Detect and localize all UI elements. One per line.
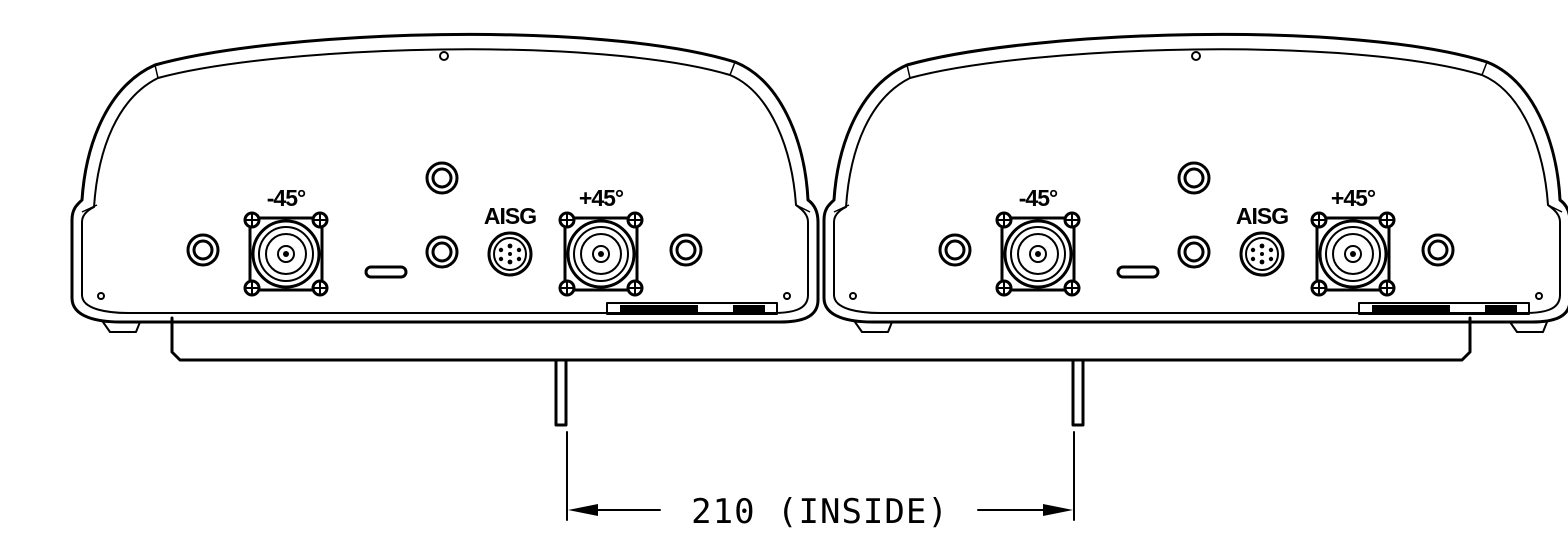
antenna-unit-right: -45° AISG +45° — [822, 32, 1568, 333]
flange-screw — [995, 279, 1013, 297]
bracket-ear-right — [1071, 358, 1085, 427]
dimension-arrow-left — [568, 504, 598, 516]
port-label-plus-45: +45° — [1331, 185, 1376, 211]
flange-screw — [243, 279, 261, 297]
mount-bolt — [938, 233, 972, 267]
flange-screw — [1063, 211, 1081, 229]
connector-minus-45 — [995, 211, 1081, 297]
bracket-ear-left — [554, 358, 568, 427]
antenna-unit-left: -45° AISG +45° — [70, 32, 820, 333]
flange-screw — [1310, 211, 1328, 229]
connector-aisg — [1239, 231, 1285, 277]
port-label-aisg: AISG — [484, 203, 536, 229]
mount-bolt — [1421, 233, 1455, 267]
flange-screw — [311, 211, 329, 229]
drain-slot — [364, 265, 408, 279]
connector-plus-45 — [1310, 211, 1396, 297]
flange-screw — [311, 279, 329, 297]
drain-slot — [1116, 265, 1160, 279]
mount-bolt — [186, 233, 220, 267]
dimension-arrow-right — [1043, 504, 1073, 516]
connector-minus-45 — [243, 211, 329, 297]
flange-screw — [243, 211, 261, 229]
flange-screw — [558, 211, 576, 229]
mounting-plate — [170, 316, 1472, 362]
mount-bolt — [425, 235, 459, 269]
mount-bolt — [425, 161, 459, 195]
flange-screw — [1378, 211, 1396, 229]
flange-screw — [626, 211, 644, 229]
mount-bolt — [1177, 235, 1211, 269]
flange-screw — [1310, 279, 1328, 297]
radome-outline — [70, 32, 820, 333]
connector-plus-45 — [558, 211, 644, 297]
port-label-plus-45: +45° — [579, 185, 624, 211]
flange-screw — [1063, 279, 1081, 297]
flange-screw — [995, 211, 1013, 229]
flange-screw — [558, 279, 576, 297]
mount-bolt — [669, 233, 703, 267]
mount-bolt — [1177, 161, 1211, 195]
dimension-label: 210 (INSIDE) — [691, 492, 949, 532]
port-label-aisg: AISG — [1236, 203, 1288, 229]
connector-aisg — [487, 231, 533, 277]
label-strip — [606, 302, 778, 315]
label-strip — [1358, 302, 1530, 315]
dimension-inside: 210 (INSIDE) — [566, 431, 1075, 532]
flange-screw — [1378, 279, 1396, 297]
port-label-minus-45: -45° — [267, 185, 306, 211]
port-label-minus-45: -45° — [1019, 185, 1058, 211]
radome-outline — [822, 32, 1568, 333]
flange-screw — [626, 279, 644, 297]
